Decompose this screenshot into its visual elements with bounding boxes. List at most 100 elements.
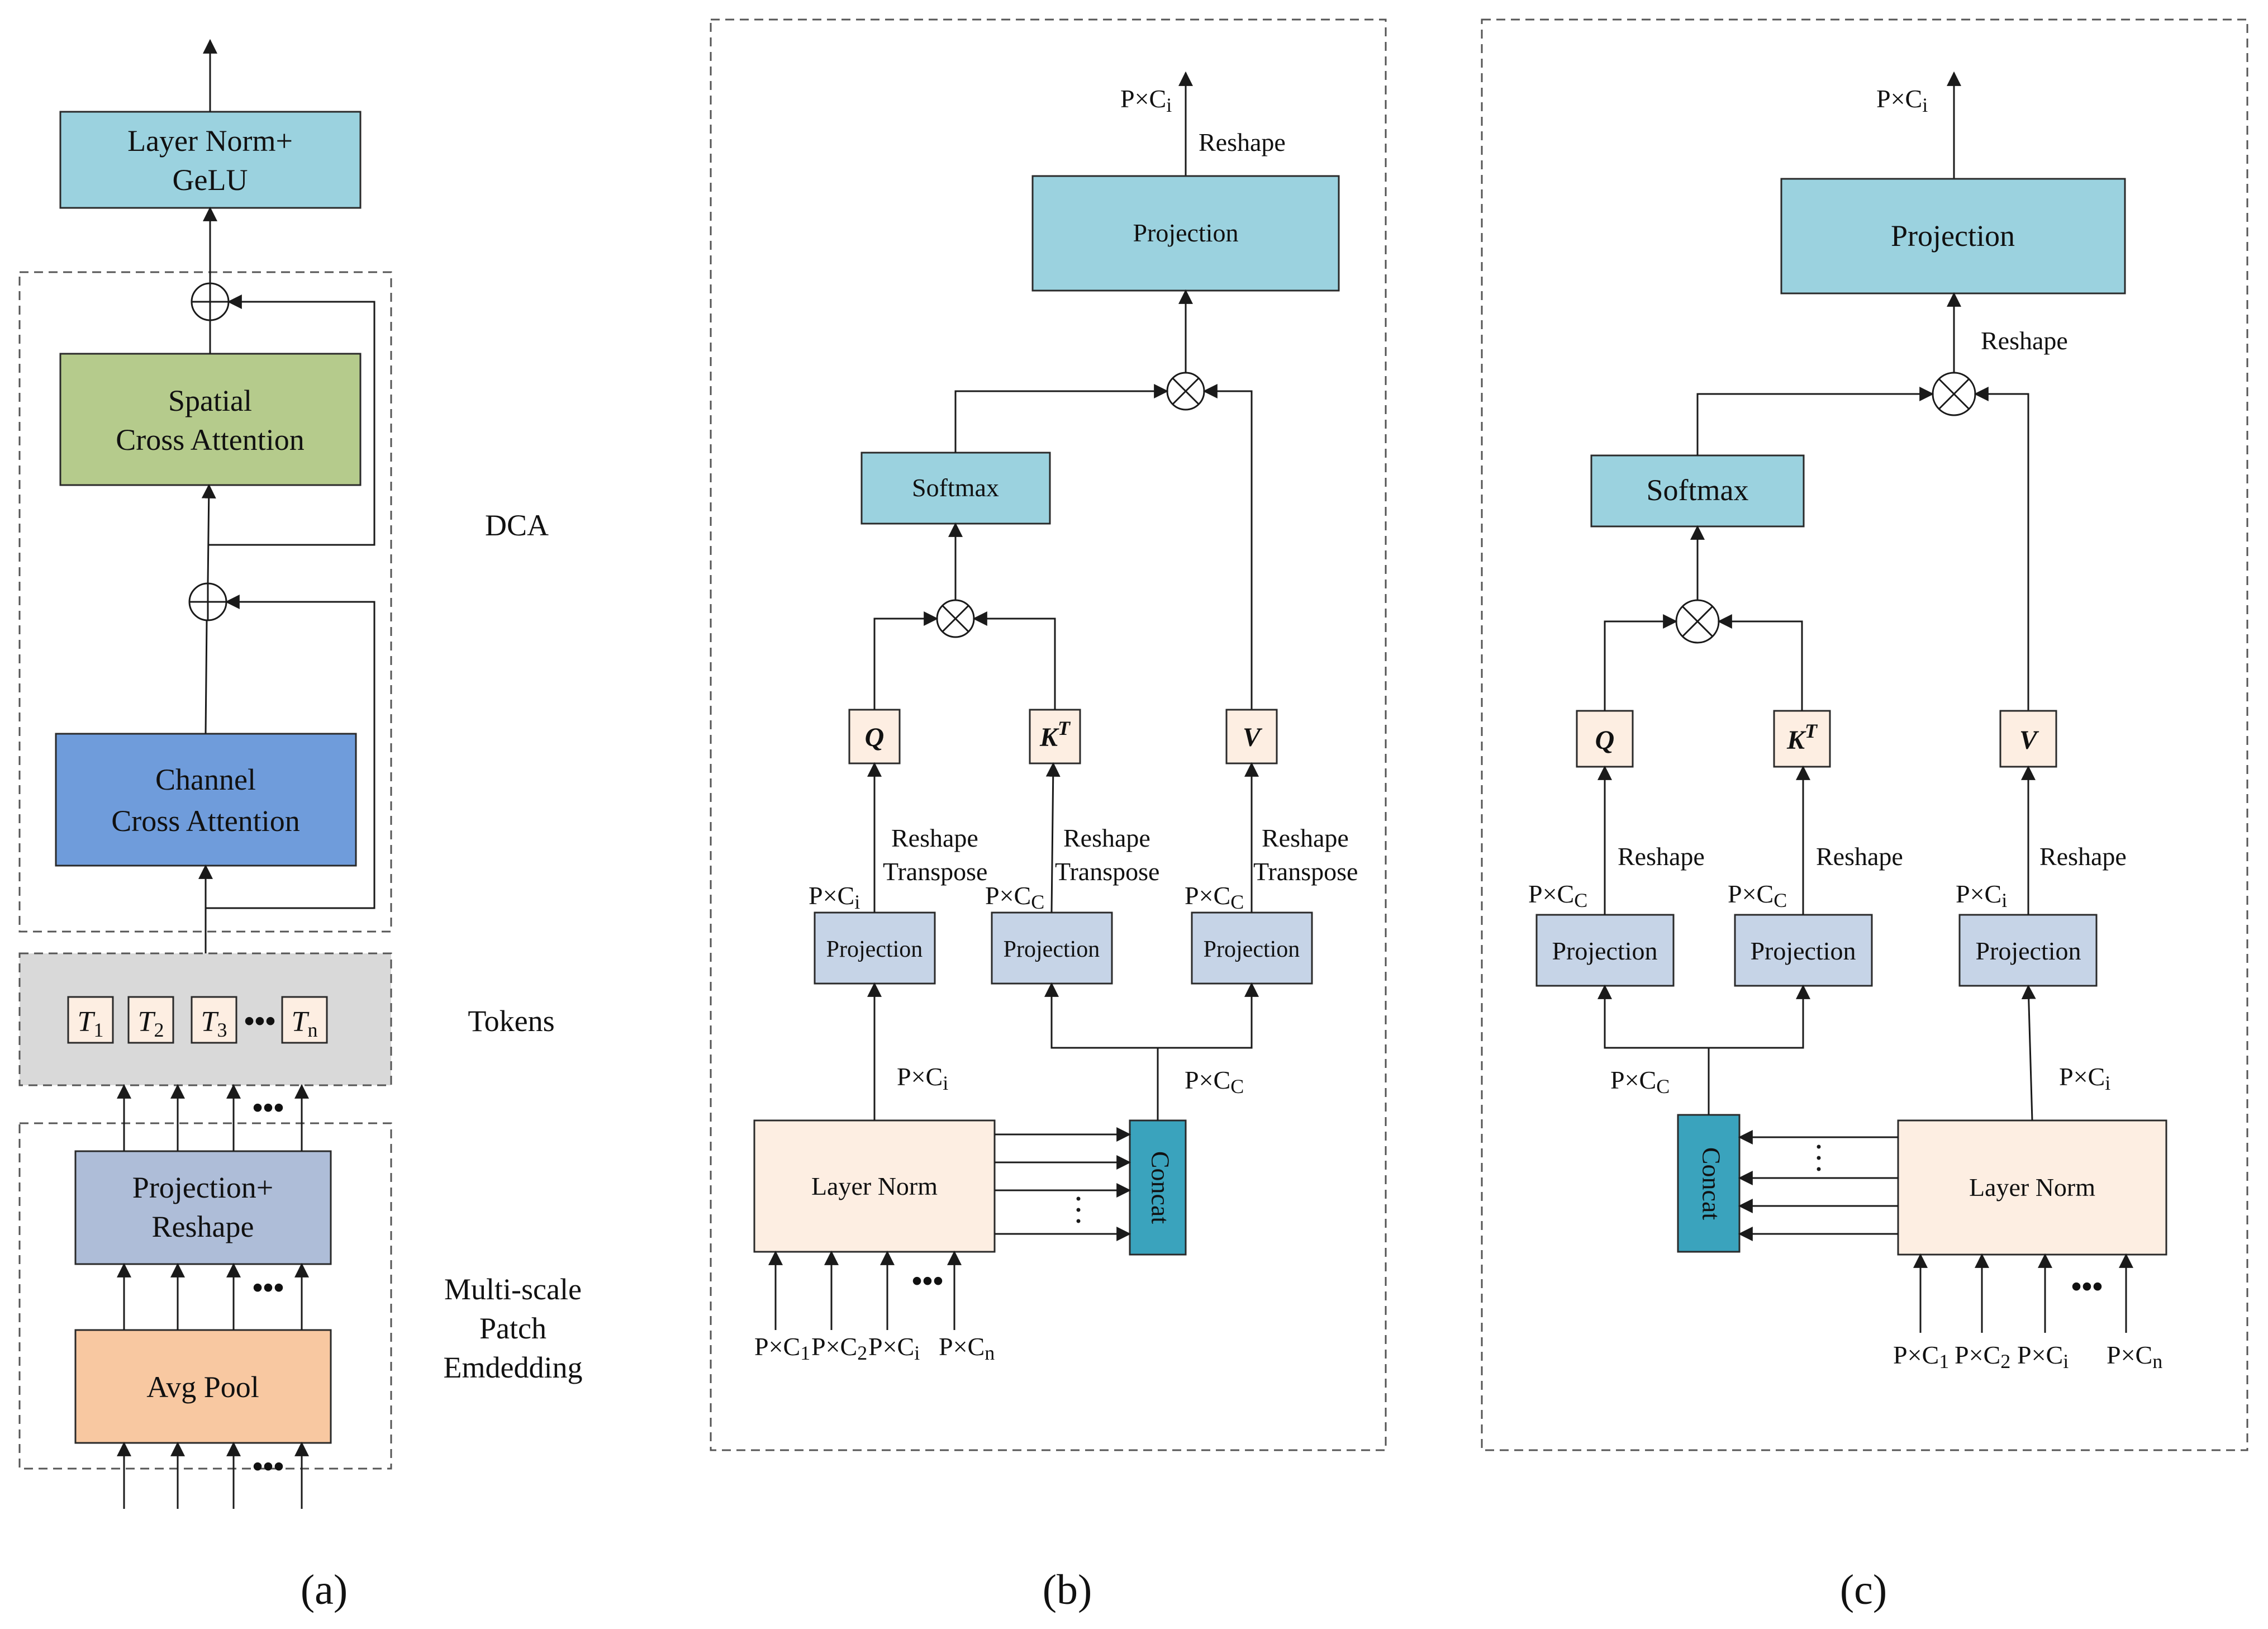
- c-projection-v-box: [1958, 914, 2098, 987]
- b-ln-out-dim: P×Ci: [897, 1062, 948, 1094]
- b-input-2: P×C2: [811, 1332, 867, 1364]
- token-1-label: T1: [78, 1006, 104, 1041]
- dots-tokens-in: •••: [253, 1091, 284, 1124]
- token-3: [191, 996, 237, 1044]
- token-dots: •••: [244, 1004, 276, 1038]
- c-ln-to-concat-arrows: [1738, 1130, 1898, 1241]
- projection-reshape-label-2: Reshape: [152, 1210, 254, 1243]
- avg-pool-box: [74, 1329, 332, 1444]
- b-softmax-box: [860, 452, 1051, 525]
- layer-norm-gelu-label-2: GeLU: [173, 163, 248, 197]
- c-reshape-2: Reshape: [1816, 842, 1903, 871]
- b-reshape-top-label: Reshape: [1199, 128, 1286, 156]
- c-input-dots: •••: [2071, 1270, 2103, 1303]
- c-reshape-1: Reshape: [1618, 842, 1705, 871]
- add-circle-top: [191, 282, 230, 321]
- b-projection-k-label: Projection: [1004, 937, 1100, 962]
- panel-b-frame: [710, 18, 1387, 1451]
- b-concat-label: Concat: [1146, 1151, 1175, 1224]
- b-proj-k-to-k: [1045, 762, 1061, 913]
- dca-group-frame: [18, 271, 392, 933]
- c-projection-top-label: Projection: [1891, 219, 2015, 253]
- panel-a: Layer Norm+ GeLU Spatial Cross Attention…: [18, 39, 583, 1613]
- b-rt-3-b: Transpose: [1253, 857, 1358, 886]
- b-rt-3-a: Reshape: [1262, 824, 1349, 852]
- b-q-box: [848, 709, 901, 764]
- caption-a: (a): [301, 1566, 348, 1613]
- b-layer-norm-box: [753, 1119, 996, 1253]
- b-layer-norm-label: Layer Norm: [811, 1172, 938, 1200]
- b-proj-2-dim: P×CC: [985, 881, 1044, 913]
- c-concat-out-dim: P×CC: [1610, 1066, 1670, 1098]
- token-2-label: T2: [138, 1006, 164, 1041]
- c-k-to-mult: [1717, 614, 1803, 711]
- patch-label-3: Emdedding: [444, 1351, 583, 1384]
- b-input-arrows: [768, 1250, 962, 1330]
- b-softmax-label: Softmax: [912, 473, 999, 502]
- b-rt-1-a: Reshape: [891, 824, 978, 852]
- b-proj-1-dim: P×Ci: [809, 881, 860, 913]
- dots-proj-in: •••: [253, 1271, 284, 1304]
- c-projection-v-label: Projection: [1975, 937, 2081, 965]
- b-projection-top-box: [1031, 175, 1340, 292]
- b-rt-2-a: Reshape: [1063, 824, 1150, 852]
- c-reshape-top-label: Reshape: [1981, 326, 2068, 355]
- b-multiply-mid: [936, 599, 975, 638]
- spatial-label-2: Cross Attention: [116, 423, 305, 457]
- token-n-label: Tn: [292, 1006, 318, 1041]
- b-q-to-mult: [873, 611, 939, 710]
- c-concat-label: Concat: [1697, 1147, 1725, 1220]
- channel-label-1: Channel: [155, 763, 256, 796]
- b-ln-to-concat-arrows: [995, 1127, 1131, 1241]
- b-output-label: P×Ci: [1120, 84, 1172, 116]
- projection-reshape-label-1: Projection+: [132, 1171, 273, 1204]
- b-input-1: P×C1: [754, 1332, 810, 1364]
- b-rt-2-b: Transpose: [1055, 857, 1159, 886]
- b-input-i: P×Ci: [868, 1332, 920, 1364]
- b-input-dots: •••: [912, 1264, 944, 1298]
- c-proj-3-dim: P×Ci: [1956, 880, 2007, 911]
- avg-pool-label: Avg Pool: [146, 1370, 259, 1404]
- add-circle-mid: [188, 582, 227, 621]
- panel-a-connectors: [117, 39, 375, 1509]
- spatial-label-1: Spatial: [168, 384, 252, 417]
- b-concat-out-dim: P×CC: [1185, 1066, 1244, 1098]
- c-proj-1-dim: P×CC: [1528, 880, 1587, 911]
- b-projection-q-label: Projection: [826, 937, 923, 962]
- c-projection-k-box: [1734, 914, 1873, 987]
- c-input-i: P×Ci: [2017, 1341, 2069, 1372]
- c-concat-to-proj-q: [1597, 984, 1710, 1115]
- b-k-label: KT: [1039, 717, 1071, 752]
- c-k-box: [1773, 710, 1831, 768]
- c-layer-norm-label: Layer Norm: [1969, 1173, 2095, 1201]
- channel-label-2: Cross Attention: [111, 804, 300, 838]
- b-v-label: V: [1243, 723, 1263, 752]
- c-q-to-mult: [1604, 614, 1678, 711]
- c-input-n: P×Cn: [2107, 1341, 2162, 1372]
- dots-pool-in: •••: [253, 1450, 284, 1483]
- c-projection-k-label: Projection: [1750, 937, 1856, 965]
- c-input-1: P×C1: [1893, 1341, 1949, 1372]
- b-input-n: P×Cn: [939, 1332, 995, 1364]
- b-projection-k-box: [991, 911, 1113, 985]
- token-n: [281, 996, 328, 1044]
- b-v-to-mult: [1202, 384, 1253, 710]
- b-projection-top-label: Projection: [1133, 219, 1238, 247]
- patch-label-1: Multi-scale: [444, 1272, 582, 1306]
- c-ln-to-proj-v: [2021, 984, 2036, 1121]
- c-multiply-top: [1932, 372, 1976, 416]
- caption-c: (c): [1840, 1566, 1887, 1613]
- panel-c-frame: [1481, 18, 2248, 1451]
- b-multiply-top: [1166, 372, 1205, 411]
- c-q-box: [1576, 710, 1634, 768]
- tokens-label: Tokens: [468, 1004, 554, 1038]
- b-proj-3-dim: P×CC: [1185, 881, 1244, 913]
- panel-c: P×Ci Projection Reshape Softmax Q KT V: [1481, 18, 2248, 1613]
- c-softmax-to-mult: [1696, 387, 1934, 455]
- c-softmax-box: [1590, 454, 1805, 528]
- c-output-label: P×Ci: [1876, 84, 1928, 116]
- patch-embedding-frame: [18, 1122, 392, 1470]
- c-proj-2-dim: P×CC: [1728, 880, 1787, 911]
- layer-norm-gelu-box: [59, 111, 362, 209]
